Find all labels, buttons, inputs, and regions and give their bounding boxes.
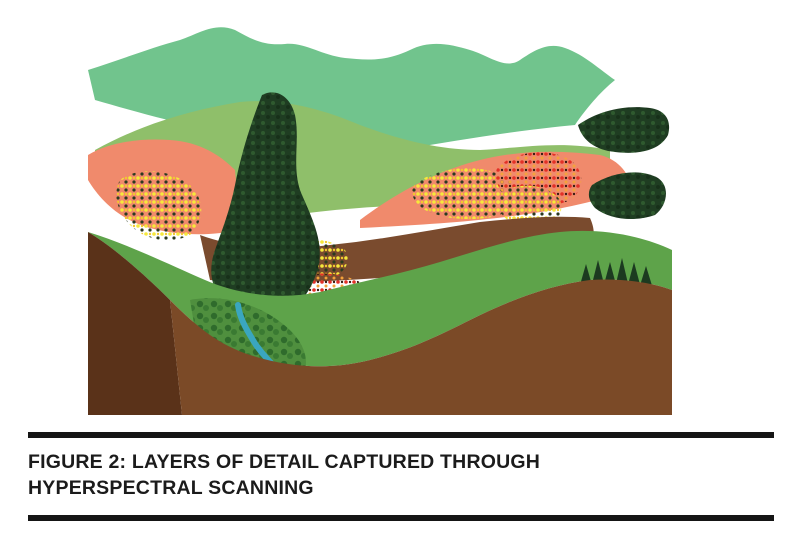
soil-front-left [88,232,182,415]
forest-spire [211,92,320,319]
soil-front [170,279,672,415]
conifer-band-upper-right [578,107,670,153]
landscape-block-illustration [88,27,672,415]
foliage-yellow-right [412,168,515,220]
figure-caption: FIGURE 2: LAYERS OF DETAIL CAPTURED THRO… [28,451,541,499]
caption-top-rule [28,432,774,438]
foliage-yellow-left [116,170,202,241]
conifer-band-mid-right [588,172,666,220]
caption-bottom-rule [28,515,774,521]
